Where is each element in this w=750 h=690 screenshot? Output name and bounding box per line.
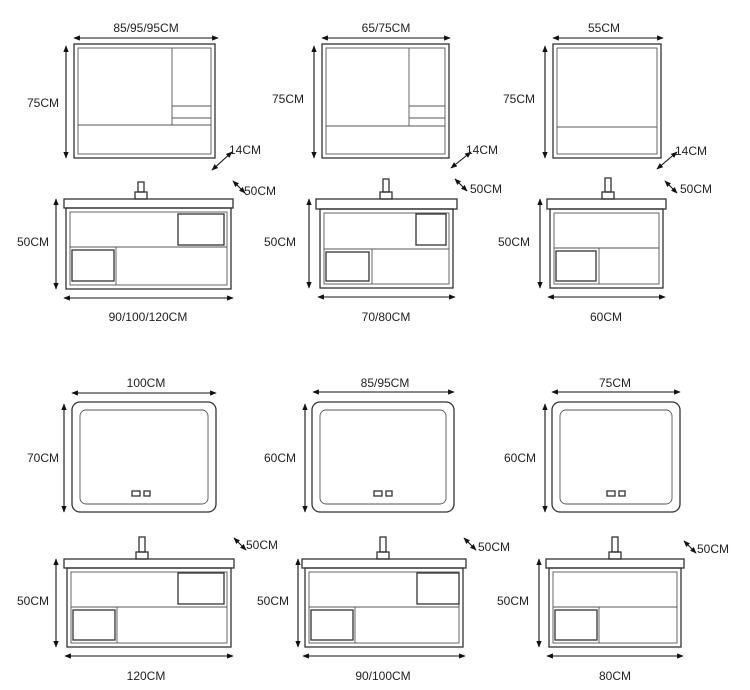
set-2-mirror-height-label: 75CM — [272, 92, 304, 106]
set-3-mirror-height-label: 75CM — [503, 92, 535, 106]
set-1-mirror-width-label: 85/95/95CM — [113, 21, 178, 35]
set-4-vanity: 50CM 50CM 120CM — [17, 536, 278, 683]
set-5-led-mirror: 85/95CM 60CM — [264, 376, 455, 513]
set-2-vanity-height-label: 50CM — [264, 235, 296, 249]
set-5-mirror-width-label: 85/95CM — [361, 376, 410, 390]
set-3-vanity-width-label: 60CM — [590, 310, 622, 324]
set-4-vanity-depth-label: 50CM — [246, 538, 278, 552]
set-1-vanity-height-label: 50CM — [17, 235, 49, 249]
set-6-vanity-width-label: 80CM — [599, 669, 631, 683]
set-1-mirror-height-label: 75CM — [27, 96, 59, 110]
set-6-vanity-height-label: 50CM — [497, 594, 529, 608]
set-6-mirror-height-label: 60CM — [504, 451, 536, 465]
set-4-vanity-height-label: 50CM — [17, 594, 49, 608]
set-3-mirror-depth-label: 14CM — [675, 144, 707, 158]
set-4-mirror-height-label: 70CM — [27, 451, 59, 465]
set-5-mirror-height-label: 60CM — [264, 451, 296, 465]
set-5-vanity-height-label: 50CM — [257, 594, 289, 608]
set-6-vanity: 50CM 50CM 80CM — [497, 536, 729, 683]
set-5-vanity-width-label: 90/100CM — [355, 669, 410, 683]
set-5-vanity-depth-label: 50CM — [478, 540, 510, 554]
set-4-vanity-width-label: 120CM — [127, 669, 166, 683]
set-2-mirror-width-label: 65/75CM — [362, 21, 411, 35]
set-4-led-mirror: 100CM 70CM — [27, 376, 217, 513]
set-1-mirror-cabinet: 85/95/95CM 75CM 14CM — [27, 21, 261, 171]
set-2-vanity: 50CM 50CM 70/80CM — [264, 178, 502, 324]
set-4-mirror-width-label: 100CM — [127, 376, 166, 390]
set-2-vanity-width-label: 70/80CM — [362, 310, 411, 324]
set-6-mirror-width-label: 75CM — [599, 376, 631, 390]
set-1-vanity: 50CM 50CM 90/100/120CM — [17, 180, 276, 324]
set-1-vanity-width-label: 90/100/120CM — [109, 310, 188, 324]
set-3-vanity-height-label: 50CM — [498, 235, 530, 249]
set-6-led-mirror: 75CM 60CM — [504, 376, 681, 513]
set-2-vanity-depth-label: 50CM — [470, 182, 502, 196]
set-3-mirror-width-label: 55CM — [588, 21, 620, 35]
set-3-vanity: 50CM 50CM 60CM — [498, 177, 712, 324]
set-2-mirror-depth-label: 14CM — [466, 143, 498, 157]
set-2-mirror-cabinet: 65/75CM 75CM 14CM — [272, 21, 498, 169]
set-5-vanity: 50CM 50CM 90/100CM — [257, 536, 510, 683]
set-3-mirror-cabinet: 55CM 75CM 14CM — [503, 21, 707, 170]
set-1-vanity-depth-label: 50CM — [244, 184, 276, 198]
set-3-vanity-depth-label: 50CM — [680, 182, 712, 196]
set-1-mirror-depth-label: 14CM — [229, 143, 261, 157]
set-6-vanity-depth-label: 50CM — [697, 542, 729, 556]
